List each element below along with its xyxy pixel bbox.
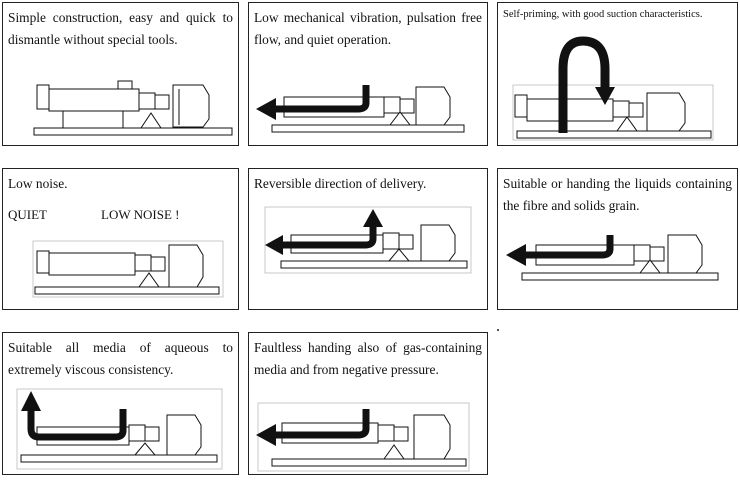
low-noise-label: LOW NOISE ! xyxy=(101,207,180,222)
feature-text: Low mechanical vibration, pulsation free… xyxy=(254,10,482,47)
pump-diagram-with-flow-arrow xyxy=(506,234,719,281)
feature-card-simple-construction: Simple construction, easy and quick to d… xyxy=(2,2,239,146)
stray-mark xyxy=(497,329,499,331)
feature-text: Suitable or handing the liquids containi… xyxy=(503,176,732,213)
feature-card-fibre-solids: Suitable or handing the liquids containi… xyxy=(497,168,738,310)
feature-card-self-priming: Self-priming, with good suction characte… xyxy=(497,2,738,146)
pump-diagram-with-flow-arrow xyxy=(256,85,465,133)
feature-text: Faultless handing also of gas-containing… xyxy=(254,340,482,377)
feature-text: Self-priming, with good suction characte… xyxy=(503,9,703,20)
feature-card-reversible: Reversible direction of delivery. xyxy=(248,168,488,310)
feature-text: Suitable all media of aqueous to extreme… xyxy=(8,340,233,377)
feature-card-viscous-media: Suitable all media of aqueous to extreme… xyxy=(2,332,239,475)
feature-text: Reversible direction of delivery. xyxy=(254,176,427,191)
pump-diagram-with-return-arrow xyxy=(16,388,223,470)
pump-diagram xyxy=(32,240,224,298)
pump-diagram-with-suction-arrow xyxy=(512,36,714,141)
feature-text: Simple construction, easy and quick to d… xyxy=(8,10,233,47)
feature-card-gas-containing: Faultless handing also of gas-containing… xyxy=(248,332,488,475)
quiet-label: QUIET xyxy=(8,207,47,222)
pump-diagram-with-reversible-arrow xyxy=(264,206,472,274)
feature-card-low-noise: Low noise. QUIET LOW NOISE ! xyxy=(2,168,239,310)
feature-card-low-vibration: Low mechanical vibration, pulsation free… xyxy=(248,2,488,146)
feature-text: Low noise. xyxy=(8,176,68,191)
pump-diagram xyxy=(33,80,233,136)
pump-diagram-with-flow-arrow xyxy=(256,402,470,472)
